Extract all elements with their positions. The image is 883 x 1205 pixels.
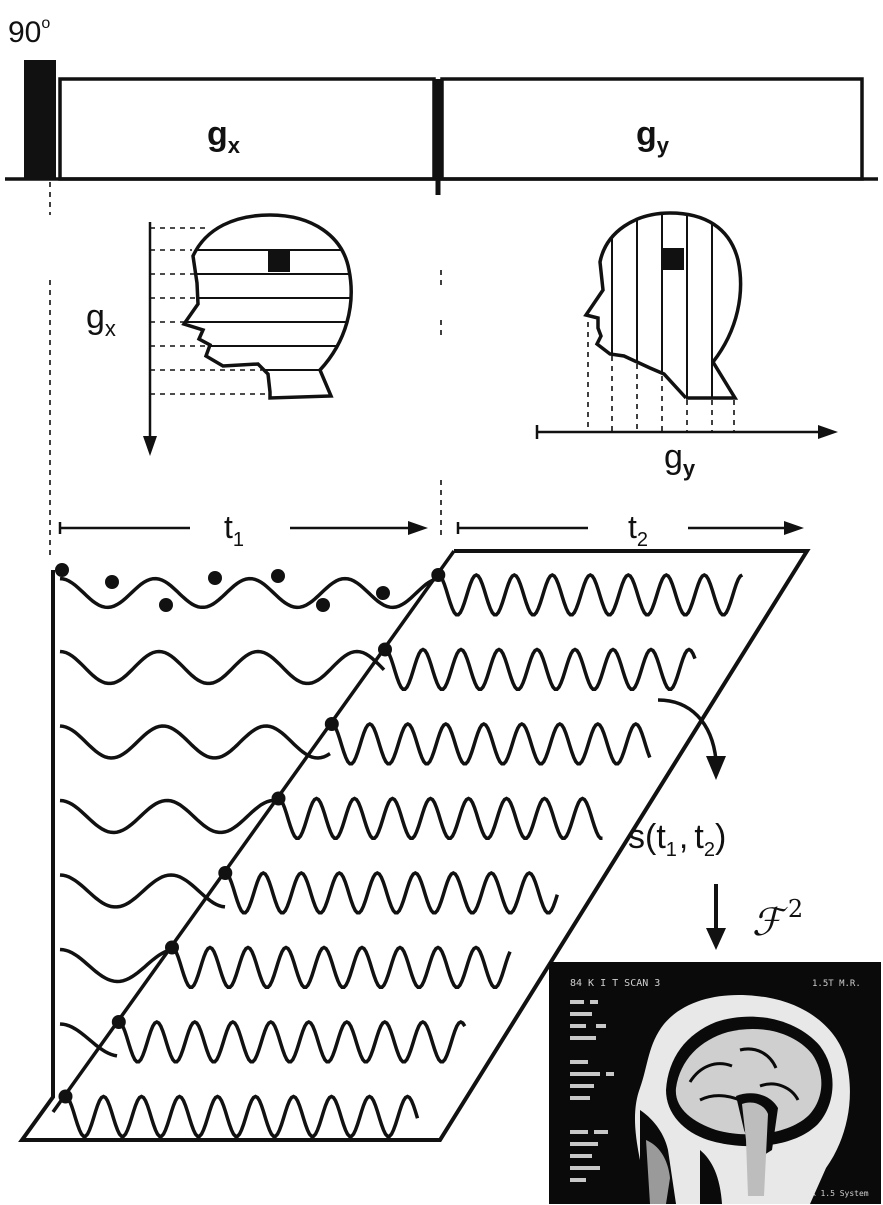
t2-label: t2 — [628, 509, 648, 551]
head-x-encoding: gx — [86, 215, 360, 456]
top-trace-sample-6 — [316, 598, 330, 612]
slow-trace-row-5 — [60, 875, 225, 907]
timing-guides — [50, 182, 441, 560]
t1-label: t1 — [224, 509, 244, 551]
fast-trace-row-2 — [385, 650, 695, 690]
gx-axis-label: gx — [86, 298, 116, 341]
top-trace-sample-4 — [208, 571, 222, 585]
sample-point-row-1 — [431, 568, 445, 582]
voxel-square-x — [268, 250, 290, 272]
top-trace-sample-3 — [159, 598, 173, 612]
sample-point-row-4 — [272, 792, 286, 806]
fast-trace-row-1 — [438, 575, 742, 615]
sample-point-row-8 — [59, 1090, 73, 1104]
fast-trace-row-3 — [332, 724, 650, 764]
fast-trace-row-5 — [225, 873, 557, 913]
top-trace-sample-2 — [105, 575, 119, 589]
top-trace-sample-5 — [271, 569, 285, 583]
fast-trace-row-4 — [279, 799, 603, 839]
top-trace-sample-7 — [376, 586, 390, 600]
gx-arrowhead — [143, 436, 157, 456]
time-axes: t1 t2 — [60, 509, 804, 551]
fast-trace-row-8 — [66, 1097, 418, 1137]
fast-trace-row-6 — [172, 948, 510, 988]
fast-trace-row-7 — [119, 1022, 465, 1062]
slow-trace-row-2 — [60, 652, 384, 684]
mri-header-text: 84 K I T SCAN 3 — [570, 978, 660, 989]
top-trace-sample-1 — [55, 563, 69, 577]
slow-trace-row-4 — [60, 801, 276, 833]
sample-point-row-2 — [378, 643, 392, 657]
head-outline-y — [586, 213, 741, 398]
sample-point-row-7 — [112, 1015, 126, 1029]
signal-label: s(t1,t2) — [628, 818, 726, 861]
sample-point-row-5 — [218, 866, 232, 880]
gy-arrowhead — [818, 425, 838, 439]
voxel-square-y — [662, 248, 684, 270]
gy-lobe-label: gy — [636, 115, 670, 158]
head-y-encoding: gy — [537, 200, 838, 481]
gy-axis-label: gy — [664, 438, 696, 481]
pulse-sequence: 90o gx gy — [5, 15, 878, 195]
gx-lobe-label: gx — [207, 115, 241, 158]
slow-trace-row-3 — [60, 726, 330, 758]
mri-header-right: 1.5T M.R. — [812, 979, 861, 989]
mri-image: 84 K I T SCAN 3 1.5T M.R. MR 1.5 System — [549, 962, 881, 1204]
slow-trace-row-7 — [60, 1024, 117, 1056]
flip-angle-label: 90o — [8, 15, 50, 49]
slow-trace-row-6 — [60, 950, 171, 982]
sample-point-row-3 — [325, 717, 339, 731]
gx-gradient-lobe — [60, 79, 434, 179]
sample-point-row-6 — [165, 941, 179, 955]
rf-pulse-bar — [24, 60, 56, 180]
